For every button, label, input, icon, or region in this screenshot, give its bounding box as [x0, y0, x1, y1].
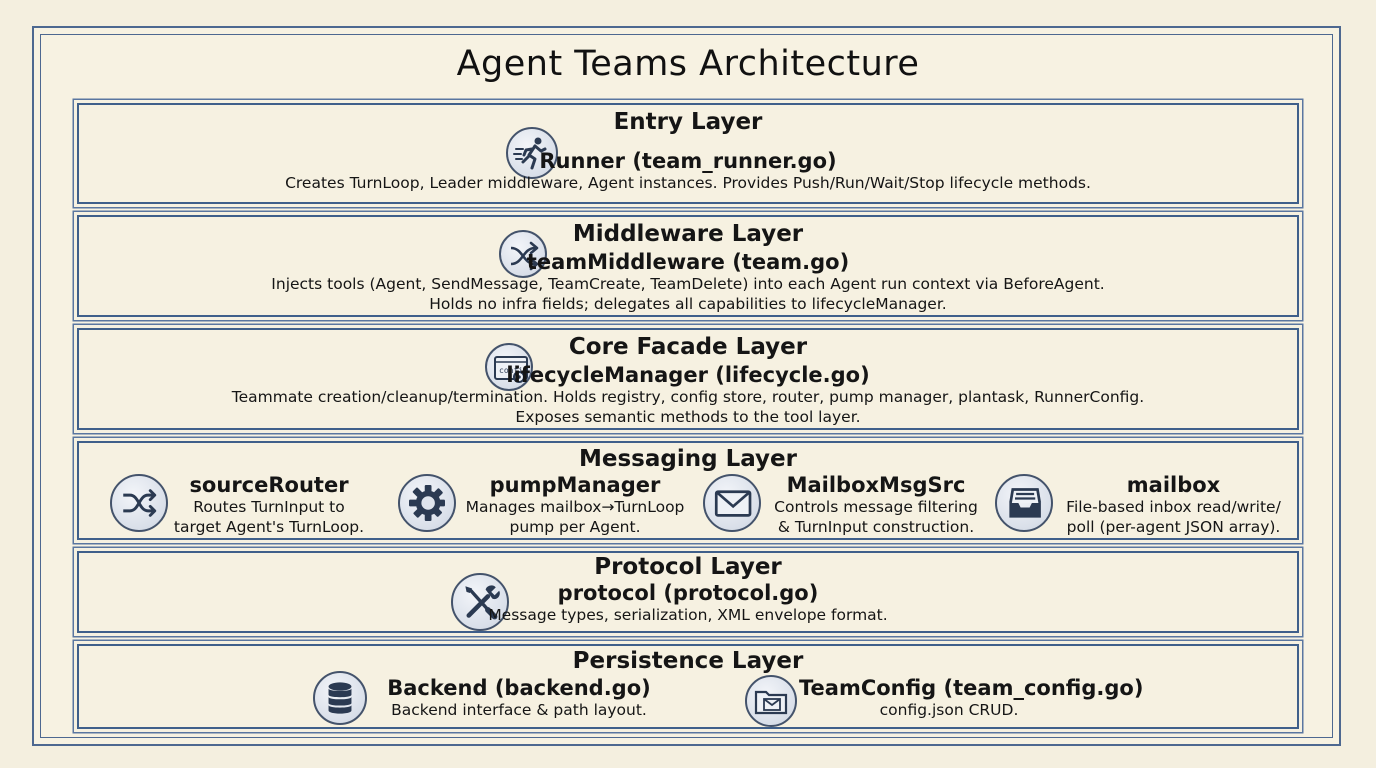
team-middleware-name: teamMiddleware (team.go)	[526, 250, 850, 274]
mailbox-desc-line-2: poll (per-agent JSON array).	[1066, 518, 1281, 536]
layer-title: Middleware Layer	[572, 221, 804, 247]
config-window-gear-icon: config	[485, 343, 533, 391]
backend-desc: Backend interface & path layout.	[391, 701, 647, 719]
protocol-layer: Protocol Layer protocol (protocol.go) Me…	[77, 551, 1299, 633]
layer-title: Messaging Layer	[579, 446, 797, 472]
team-config-name: TeamConfig (team_config.go)	[799, 676, 1144, 700]
pump-manager-name: pumpManager	[489, 473, 661, 497]
layer-title: Entry Layer	[613, 109, 763, 135]
mailbox-name: mailbox	[1126, 473, 1221, 497]
layer-title: Persistence Layer	[572, 648, 804, 674]
source-router-name: sourceRouter	[189, 473, 349, 497]
layer-title: Core Facade Layer	[568, 334, 808, 360]
team-middleware-desc-line-2: Holds no infra fields; delegates all cap…	[429, 295, 947, 313]
mailbox-desc-line-1: File-based inbox read/write/	[1066, 498, 1281, 516]
mailbox-msg-src-desc-line-1: Controls message filtering	[774, 498, 978, 516]
mailbox-msg-src-name: MailboxMsgSrc	[786, 473, 966, 497]
wrench-screwdriver-icon	[451, 573, 509, 631]
runner-name: Runner (team_runner.go)	[539, 149, 837, 173]
lifecycle-manager-desc-line-1: Teammate creation/cleanup/termination. H…	[231, 388, 1145, 406]
protocol-desc: Message types, serialization, XML envelo…	[488, 606, 888, 624]
mailbox-msg-src-desc-line-2: & TurnInput construction.	[777, 518, 975, 536]
database-icon	[313, 671, 367, 725]
lifecycle-manager-name: lifecycleManager (lifecycle.go)	[506, 363, 870, 387]
lifecycle-manager-desc-line-2: Exposes semantic methods to the tool lay…	[515, 408, 861, 426]
source-router-desc-line-2: target Agent's TurnLoop.	[173, 518, 365, 536]
shuffle-icon	[110, 474, 168, 532]
pump-manager-desc-line-2: pump per Agent.	[509, 518, 641, 536]
core-facade-layer: Core Facade Layer config lifecycleManage…	[77, 328, 1299, 430]
source-router-desc-line-1: Routes TurnInput to	[193, 498, 345, 516]
shuffle-arrows-icon	[499, 230, 547, 278]
gear-icon	[398, 474, 456, 532]
middleware-layer: Middleware Layer teamMiddleware (team.go…	[77, 215, 1299, 317]
protocol-name: protocol (protocol.go)	[557, 581, 819, 605]
diagram-title: Agent Teams Architecture	[456, 44, 920, 84]
persistence-layer: Persistence Layer Backend (backend.go) B…	[77, 644, 1299, 729]
envelope-icon	[703, 474, 761, 532]
runner-desc: Creates TurnLoop, Leader middleware, Age…	[285, 174, 1091, 192]
running-person-icon	[506, 127, 558, 179]
pump-manager-desc-line-1: Manages mailbox→TurnLoop	[465, 498, 685, 516]
messaging-layer: Messaging Layer sourceRouter Routes Turn…	[77, 441, 1299, 540]
svg-text:config: config	[499, 366, 528, 375]
entry-layer: Entry Layer Runner (team_runner.go) Crea…	[77, 103, 1299, 204]
team-middleware-desc-line-1: Injects tools (Agent, SendMessage, TeamC…	[271, 275, 1105, 293]
team-config-desc: config.json CRUD.	[879, 701, 1019, 719]
inbox-tray-icon	[995, 474, 1053, 532]
folder-envelope-icon	[745, 675, 797, 727]
backend-name: Backend (backend.go)	[387, 676, 651, 700]
layer-title: Protocol Layer	[594, 554, 782, 580]
